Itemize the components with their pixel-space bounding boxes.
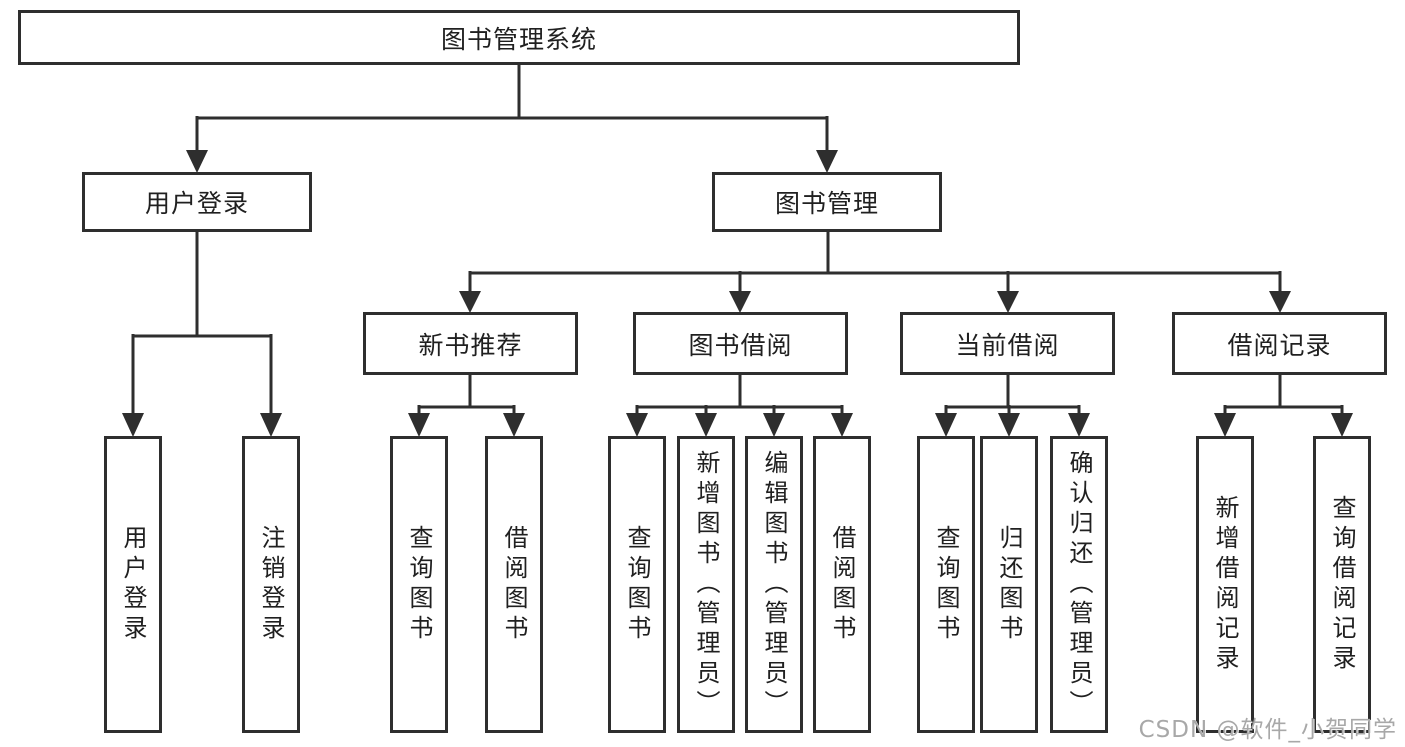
leaf-borrowing-borrow-books-label: 借阅图书: [828, 524, 856, 645]
leaf-records-query-record-label: 查询借阅记录: [1328, 494, 1356, 675]
leaf-recommend-borrow-books-label: 借阅图书: [500, 524, 528, 645]
leaf-records-add-record-label: 新增借阅记录: [1211, 494, 1239, 675]
leaf-borrowing-add-books-admin-label: 新增图书（管理员）: [692, 449, 720, 720]
connector-records-to-leaves: [1214, 373, 1353, 437]
connector-root-to-level2: [186, 65, 838, 173]
connector-borrowing-to-leaves: [626, 373, 853, 437]
connector-book-management-to-level3: [459, 231, 1291, 313]
leaf-current-query-books-label: 查询图书: [932, 524, 960, 645]
node-book-management: 图书管理: [712, 172, 942, 232]
leaf-records-add-record: 新增借阅记录: [1196, 436, 1254, 733]
leaf-recommend-query-books-label: 查询图书: [405, 524, 433, 645]
leaf-user-login: 用户登录: [104, 436, 162, 733]
leaf-borrowing-query-books: 查询图书: [608, 436, 666, 733]
leaf-logout: 注销登录: [242, 436, 300, 733]
node-user-login: 用户登录: [82, 172, 312, 232]
leaf-recommend-query-books: 查询图书: [390, 436, 448, 733]
node-book-borrowing: 图书借阅: [633, 312, 848, 375]
csdn-watermark: CSDN @软件_小贺同学: [1138, 717, 1397, 743]
node-library-management-system: 图书管理系统: [18, 10, 1020, 65]
leaf-current-confirm-return-admin-label: 确认归还（管理员）: [1065, 449, 1093, 720]
node-new-book-recommendation: 新书推荐: [363, 312, 578, 375]
connector-current-to-leaves: [935, 373, 1090, 437]
leaf-records-query-record: 查询借阅记录: [1313, 436, 1371, 733]
leaf-borrowing-edit-books-admin-label: 编辑图书（管理员）: [760, 449, 788, 720]
leaf-current-query-books: 查询图书: [917, 436, 975, 733]
leaf-borrowing-query-books-label: 查询图书: [623, 524, 651, 645]
connector-user-login-to-leaves: [122, 231, 282, 437]
leaf-logout-label: 注销登录: [257, 524, 285, 645]
leaf-user-login-label: 用户登录: [119, 524, 147, 645]
leaf-recommend-borrow-books: 借阅图书: [485, 436, 543, 733]
node-current-borrowing: 当前借阅: [900, 312, 1115, 375]
leaf-borrowing-edit-books-admin: 编辑图书（管理员）: [745, 436, 803, 733]
leaf-current-confirm-return-admin: 确认归还（管理员）: [1050, 436, 1108, 733]
connector-recommendation-to-leaves: [408, 373, 525, 437]
node-borrowing-records: 借阅记录: [1172, 312, 1387, 375]
leaf-borrowing-add-books-admin: 新增图书（管理员）: [677, 436, 735, 733]
leaf-borrowing-borrow-books: 借阅图书: [813, 436, 871, 733]
leaf-current-return-books: 归还图书: [980, 436, 1038, 733]
leaf-current-return-books-label: 归还图书: [995, 524, 1023, 645]
